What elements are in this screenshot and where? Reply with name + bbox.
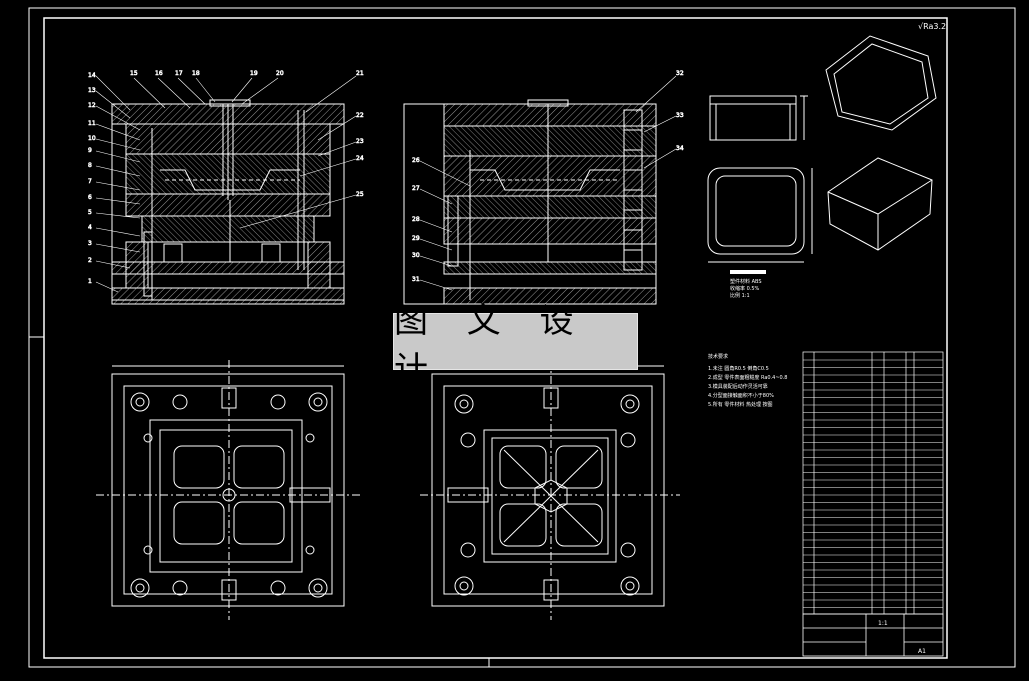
drawing-scale: 1:1 bbox=[878, 620, 888, 627]
svg-text:5.所有 零件材料 热处理 按图: 5.所有 零件材料 热处理 按图 bbox=[708, 401, 773, 408]
svg-text:11: 11 bbox=[88, 120, 96, 127]
svg-text:收缩率 0.5%: 收缩率 0.5% bbox=[730, 285, 760, 292]
title-block bbox=[802, 613, 944, 657]
svg-text:1.未注 圆角R0.5 倒角C0.5: 1.未注 圆角R0.5 倒角C0.5 bbox=[708, 365, 769, 372]
svg-text:20: 20 bbox=[276, 70, 284, 77]
svg-text:16: 16 bbox=[155, 70, 163, 77]
svg-text:34: 34 bbox=[676, 145, 684, 152]
section-view-a bbox=[111, 99, 345, 305]
svg-text:31: 31 bbox=[412, 276, 420, 283]
inner-border bbox=[43, 17, 948, 659]
svg-text:4.分型面接触面积不小于80%: 4.分型面接触面积不小于80% bbox=[708, 392, 774, 399]
section-a-callouts: 14 13 12 11 10 9 8 7 6 5 4 3 2 1 15 16 1… bbox=[88, 70, 364, 293]
svg-text:30: 30 bbox=[412, 252, 420, 259]
watermark-stamp: 图 文 设 计 bbox=[393, 301, 638, 390]
sheet-size: A1 bbox=[918, 648, 926, 655]
plan-view-b bbox=[420, 360, 680, 620]
svg-text:26: 26 bbox=[412, 157, 420, 164]
svg-text:13: 13 bbox=[88, 87, 96, 94]
svg-text:10: 10 bbox=[88, 135, 96, 142]
svg-text:21: 21 bbox=[356, 70, 364, 77]
svg-text:14: 14 bbox=[88, 72, 96, 79]
part-drawing bbox=[707, 35, 937, 263]
svg-text:25: 25 bbox=[356, 191, 364, 198]
svg-text:8: 8 bbox=[88, 162, 92, 169]
svg-text:5: 5 bbox=[88, 209, 92, 216]
svg-text:3.模具装配后动作灵活可靠: 3.模具装配后动作灵活可靠 bbox=[708, 383, 768, 390]
technical-notes: 技术要求 1.未注 圆角R0.5 倒角C0.5 2.成型 零件表面粗糙度 Ra0… bbox=[708, 353, 787, 408]
part-note: 塑件材料 ABS 收缩率 0.5% 比例 1:1 bbox=[730, 270, 766, 299]
parts-list-rows bbox=[803, 359, 943, 608]
svg-text:29: 29 bbox=[412, 235, 420, 242]
svg-text:塑件材料 ABS: 塑件材料 ABS bbox=[730, 278, 762, 285]
svg-text:32: 32 bbox=[676, 70, 684, 77]
svg-text:15: 15 bbox=[130, 70, 138, 77]
svg-text:17: 17 bbox=[175, 70, 183, 77]
svg-text:9: 9 bbox=[88, 147, 92, 154]
svg-text:18: 18 bbox=[192, 70, 200, 77]
svg-text:24: 24 bbox=[356, 155, 364, 162]
svg-text:33: 33 bbox=[676, 112, 684, 119]
svg-text:12: 12 bbox=[88, 102, 96, 109]
svg-text:6: 6 bbox=[88, 194, 92, 201]
svg-text:27: 27 bbox=[412, 185, 420, 192]
svg-text:3: 3 bbox=[88, 240, 92, 247]
svg-text:1: 1 bbox=[88, 278, 92, 285]
svg-text:技术要求: 技术要求 bbox=[708, 353, 728, 360]
roughness-mark: √Ra3.2 bbox=[918, 22, 946, 31]
plan-view-a bbox=[96, 360, 362, 620]
svg-text:22: 22 bbox=[356, 112, 364, 119]
svg-text:4: 4 bbox=[88, 224, 92, 231]
section-view-b bbox=[403, 99, 657, 305]
svg-text:23: 23 bbox=[356, 138, 364, 145]
parts-list bbox=[802, 351, 944, 615]
svg-text:28: 28 bbox=[412, 216, 420, 223]
section-b-callouts: 26 27 28 29 30 31 32 33 34 bbox=[412, 70, 684, 291]
svg-text:7: 7 bbox=[88, 178, 92, 185]
svg-text:比例 1:1: 比例 1:1 bbox=[730, 292, 750, 299]
svg-text:2: 2 bbox=[88, 257, 92, 264]
svg-text:2.成型 零件表面粗糙度 Ra0.4~0.8: 2.成型 零件表面粗糙度 Ra0.4~0.8 bbox=[708, 374, 787, 381]
svg-text:19: 19 bbox=[250, 70, 258, 77]
